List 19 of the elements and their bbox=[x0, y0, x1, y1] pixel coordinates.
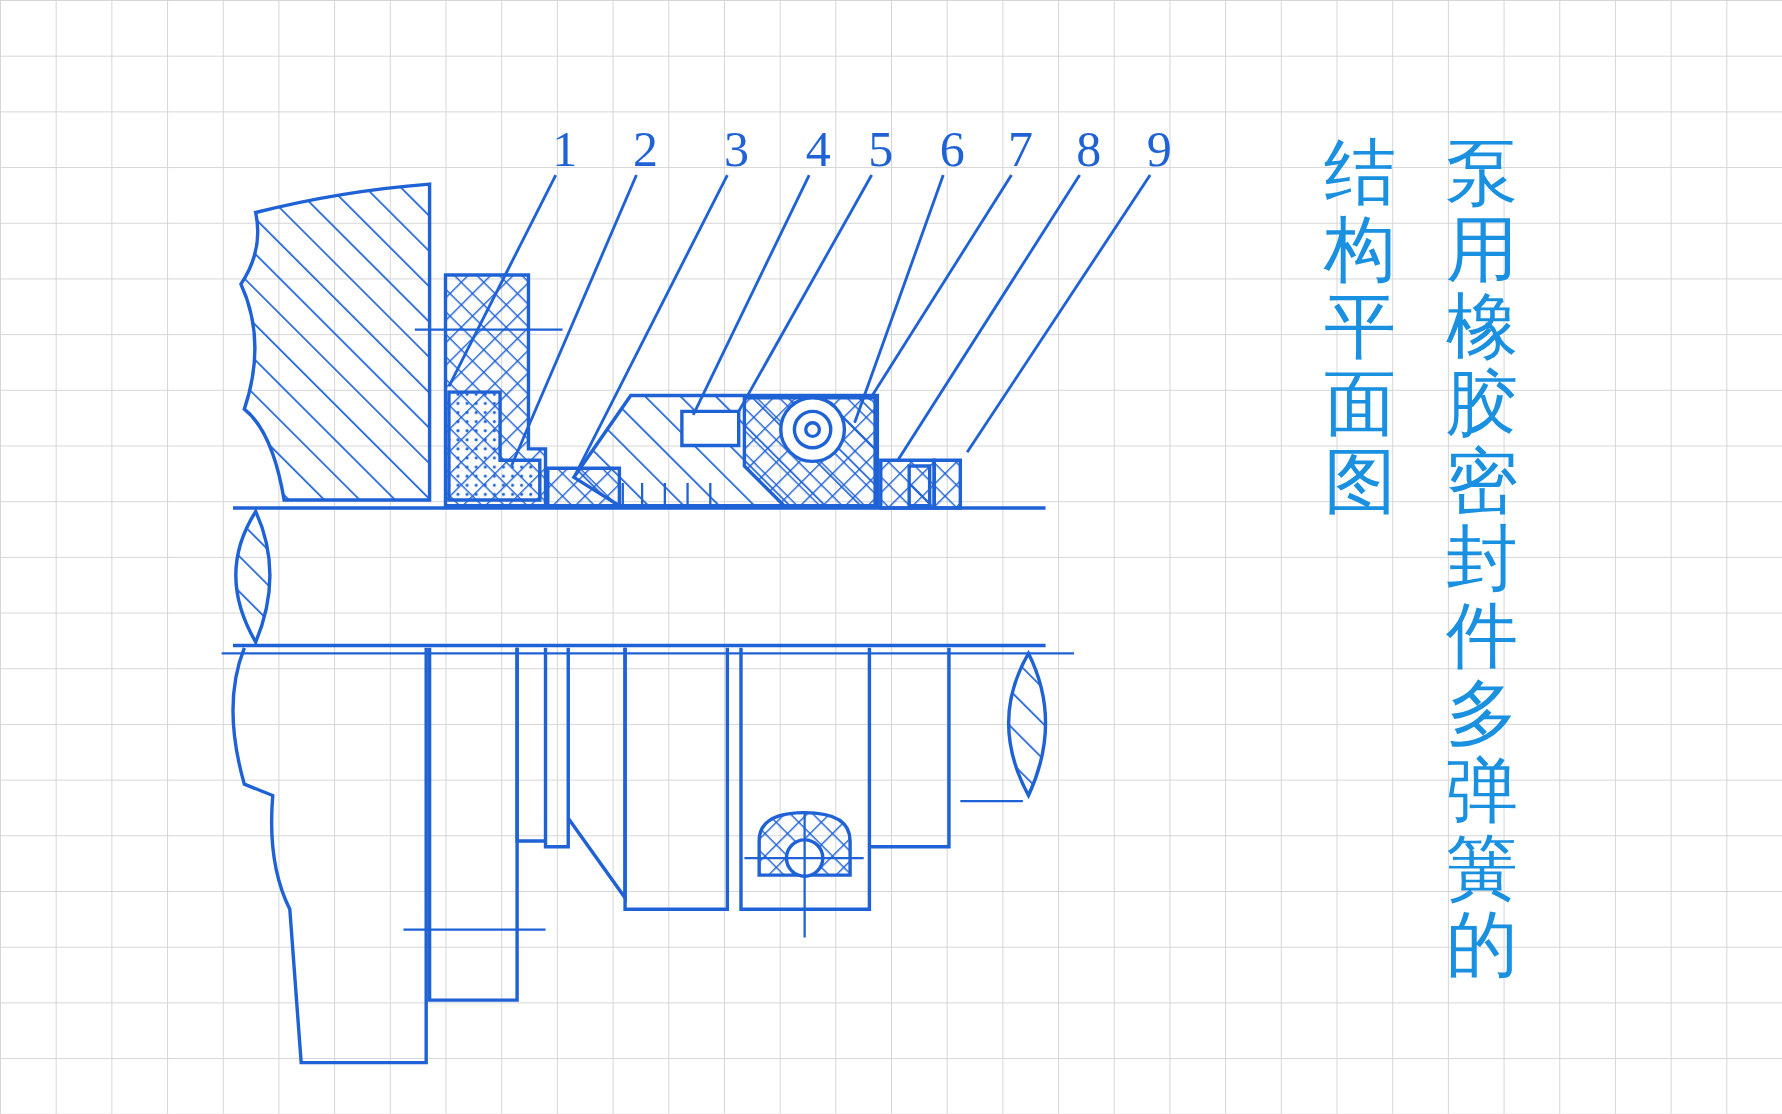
callout-number: 1 bbox=[552, 120, 578, 177]
callout-number: 6 bbox=[939, 120, 965, 177]
leader-line bbox=[572, 174, 729, 478]
leader-line bbox=[853, 174, 945, 424]
callout-number: 5 bbox=[868, 120, 894, 177]
callout-number: 4 bbox=[805, 120, 831, 177]
callout-number: 9 bbox=[1146, 120, 1172, 177]
title: 泵用橡胶密封件多弹簧的结构平面图 bbox=[1324, 134, 1518, 985]
leader-line bbox=[965, 174, 1152, 454]
callout-number: 8 bbox=[1076, 120, 1102, 177]
leader-line bbox=[691, 174, 811, 416]
callout-number: 7 bbox=[1008, 120, 1034, 177]
leader-line bbox=[896, 174, 1081, 462]
leader-line bbox=[447, 174, 557, 388]
leader-line bbox=[737, 174, 873, 413]
callout-number: 3 bbox=[723, 120, 749, 177]
leader-line bbox=[868, 174, 1013, 401]
callout-number: 2 bbox=[633, 120, 658, 177]
leader-line bbox=[510, 174, 638, 467]
